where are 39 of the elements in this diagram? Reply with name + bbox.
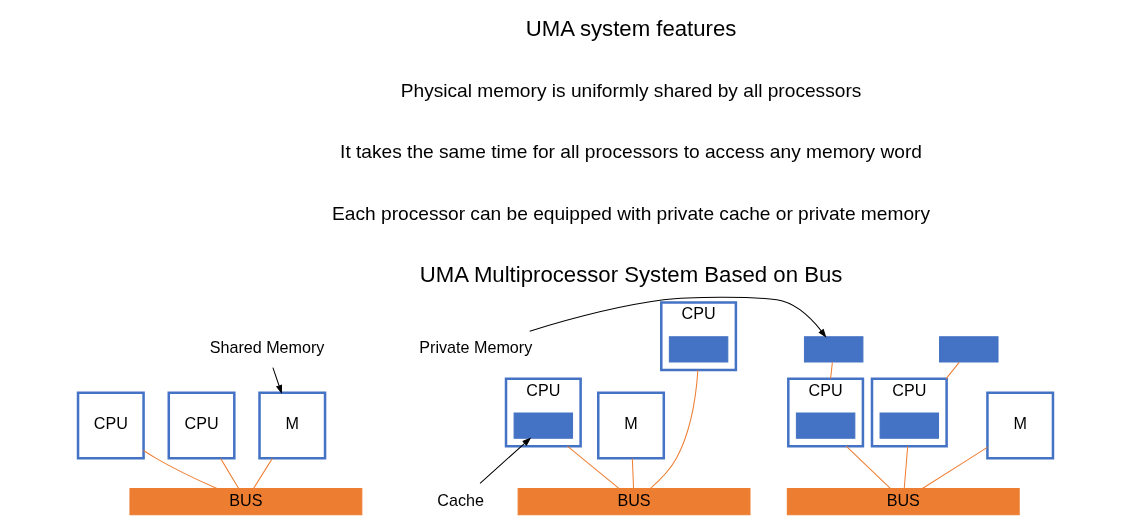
node-text: Shared Memory [209, 338, 324, 357]
connector [142, 449, 217, 489]
arrow [479, 437, 531, 484]
label: It takes the same time for all processors to access any memory word [339, 141, 922, 163]
node-box [803, 336, 863, 363]
cluster: CPU [870, 377, 948, 448]
connector [252, 457, 273, 490]
node-box [795, 412, 855, 439]
cluster: CPU [659, 301, 737, 372]
node-box: BUS [517, 488, 750, 516]
node-box: CPU [167, 391, 236, 460]
node-box: BUS [786, 488, 1020, 516]
connector [903, 445, 908, 490]
node-box: BUS [128, 488, 362, 516]
node-text: Private Memory [418, 338, 532, 357]
node-box [513, 412, 573, 439]
label: Physical memory is uniformly shared by all processors [400, 79, 861, 101]
connector [829, 361, 833, 380]
connector [649, 369, 698, 489]
label: Each processor can be equipped with private cache or private memory [331, 202, 930, 224]
connector [845, 445, 891, 490]
node-box [879, 412, 939, 439]
connector [921, 446, 988, 490]
node-box: M [985, 391, 1054, 460]
cluster: CPU [786, 377, 864, 448]
node-box [668, 336, 728, 363]
node-box: M [596, 391, 665, 460]
node-box [938, 336, 999, 363]
connector [219, 457, 239, 490]
arrow [528, 296, 826, 338]
label: UMA system features [525, 15, 736, 41]
node-box: CPU [76, 391, 145, 460]
label: UMA Multiprocessor System Based on Bus [419, 261, 842, 287]
node-box: M [257, 391, 326, 460]
node-text: Cache [436, 490, 484, 509]
arrow [271, 367, 282, 395]
connector [566, 445, 620, 490]
connector [631, 457, 634, 490]
connector [945, 361, 960, 380]
